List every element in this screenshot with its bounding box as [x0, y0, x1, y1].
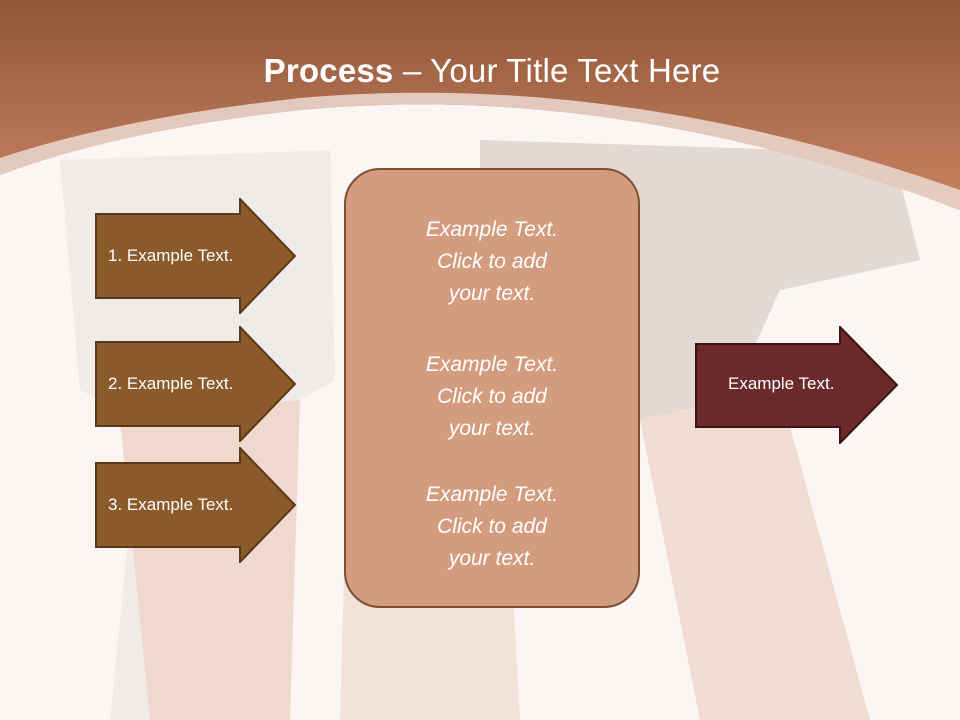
center-text-block-3: Example Text. Click to add your text. [346, 479, 638, 575]
title-bold: Process [263, 52, 394, 89]
block-line: Example Text. [425, 353, 559, 376]
left-arrow-1[interactable]: 1. Example Text. [95, 198, 297, 314]
block-line: your text. [448, 547, 536, 570]
right-arrow[interactable]: Example Text. [695, 326, 899, 444]
block-line: Example Text. [425, 483, 559, 506]
arrow-shape [695, 326, 899, 444]
left-arrow-3[interactable]: 3. Example Text. [95, 447, 297, 563]
block-line: Click to add [437, 515, 547, 538]
block-line: Click to add [437, 250, 547, 273]
arrow-shape [95, 198, 297, 314]
title-rest: – Your Title Text Here [393, 52, 721, 89]
center-text-block-1: Example Text. Click to add your text. [346, 214, 638, 310]
left-arrow-2[interactable]: 2. Example Text. [95, 326, 297, 442]
block-line: your text. [448, 417, 536, 440]
block-line: Click to add [437, 385, 547, 408]
right-arrow-label: Example Text. [728, 374, 835, 393]
left-arrow-label: 1. Example Text. [108, 246, 234, 265]
center-text-block-2: Example Text. Click to add your text. [346, 349, 638, 445]
left-arrow-label: 3. Example Text. [108, 495, 234, 514]
slide-title: Process – Your Title Text Here [0, 52, 960, 90]
center-text-box[interactable]: Example Text. Click to add your text. Ex… [344, 168, 640, 608]
arrow-shape [95, 447, 297, 563]
left-arrow-label: 2. Example Text. [108, 374, 234, 393]
block-line: Example Text. [425, 218, 559, 241]
block-line: your text. [448, 282, 536, 305]
arrow-shape [95, 326, 297, 442]
